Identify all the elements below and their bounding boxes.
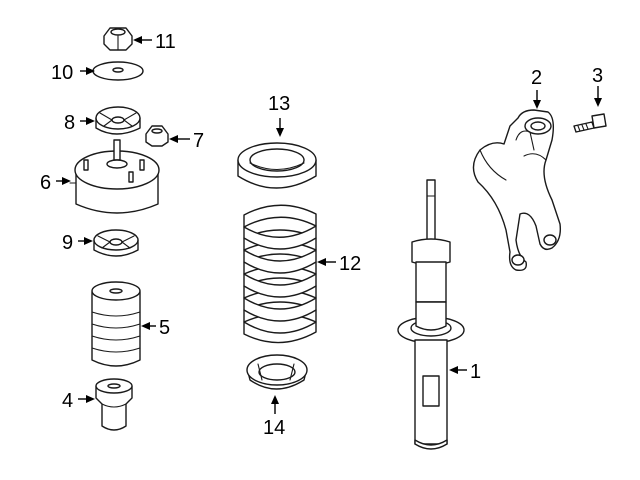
callout-leaders <box>56 36 602 414</box>
washer-illustration <box>92 61 144 81</box>
lower-spring-seat-illustration <box>246 354 308 390</box>
callout-8: 8 <box>64 112 75 134</box>
callout-14: 14 <box>263 417 285 439</box>
callout-9: 9 <box>62 232 73 254</box>
callout-2: 2 <box>531 67 542 89</box>
callout-3: 3 <box>592 65 603 87</box>
coil-spring-illustration <box>243 204 317 344</box>
callout-10: 10 <box>51 62 73 84</box>
mount-nut-illustration <box>145 125 169 147</box>
upper-bushing-illustration <box>95 106 141 135</box>
lower-bushing-illustration <box>93 229 139 257</box>
upper-spring-seat-illustration <box>237 142 317 189</box>
callout-6: 6 <box>40 172 51 194</box>
dust-boot-illustration <box>91 281 141 367</box>
callout-1: 1 <box>470 361 481 383</box>
knuckle-bolt-illustration <box>573 113 607 133</box>
callout-4: 4 <box>62 390 73 412</box>
callout-13: 13 <box>268 93 290 115</box>
callout-5: 5 <box>159 317 170 339</box>
steering-knuckle-illustration <box>472 109 562 272</box>
callout-12: 12 <box>339 253 361 275</box>
top-nut-illustration <box>103 27 133 51</box>
upper-mount-illustration <box>69 139 160 214</box>
strut-assembly-illustration <box>397 179 465 450</box>
callout-labels: 11 10 8 7 6 9 5 4 13 12 14 1 2 3 <box>40 31 603 439</box>
bump-stop-illustration <box>95 378 133 431</box>
callout-7: 7 <box>193 130 204 152</box>
callout-11: 11 <box>155 31 176 53</box>
